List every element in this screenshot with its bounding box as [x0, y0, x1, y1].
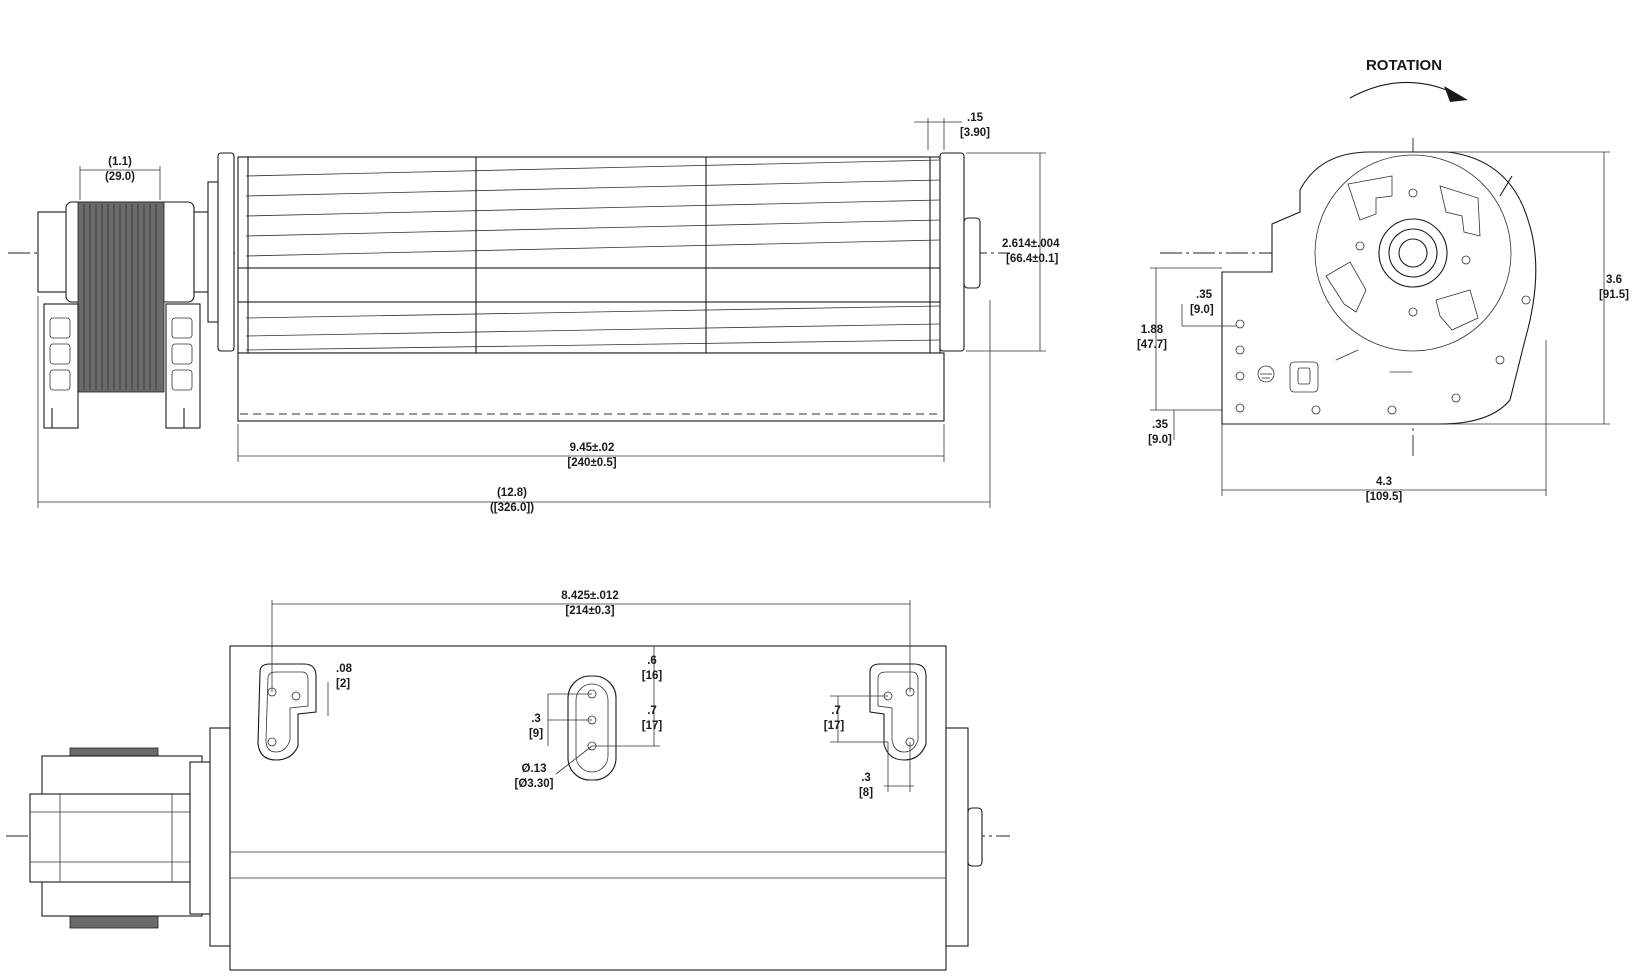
dim-240: [240±0.5]	[567, 457, 616, 469]
dim-214: [214±0.3]	[565, 605, 614, 617]
motor-front	[37, 181, 219, 429]
dim-9-45: 9.45±.02	[570, 442, 615, 454]
dim-9: [9]	[529, 728, 543, 740]
mounting-tabs	[257, 663, 927, 781]
side-dimensions: 1.88 [47.7] .35 [9.0] .35 [9.0] 3.6 [91.…	[1137, 151, 1629, 503]
dim-4-3: 4.3	[1376, 476, 1392, 488]
bottom-view: 8.425±.012 [214±0.3] .08 [2] .6 [16] .3 …	[6, 590, 1010, 971]
impeller-front	[217, 152, 981, 422]
dim-08: .08	[336, 663, 353, 675]
dim-17b: [17]	[824, 720, 845, 732]
dim-6: .6	[647, 655, 657, 667]
dim-2614: 2.614±.004	[1002, 238, 1060, 250]
housing-bottom	[229, 645, 983, 971]
motor-bottom	[29, 727, 231, 947]
dim-66-4: [66.4±0.1]	[1006, 253, 1059, 265]
dim-1-1: (1.1)	[108, 156, 132, 168]
front-view: (1.1) (29.0) .15 [3.90] 2.614±.004 [66.4…	[8, 112, 1060, 514]
dim-9-0b: [9.0]	[1148, 434, 1172, 446]
dim-91-5: [91.5]	[1599, 289, 1629, 301]
front-dimensions: (1.1) (29.0) .15 [3.90] 2.614±.004 [66.4…	[37, 112, 1060, 514]
dim-17a: [17]	[642, 720, 663, 732]
dim-8: [8]	[859, 787, 873, 799]
dim-15: .15	[967, 112, 984, 124]
bottom-dimensions: 8.425±.012 [214±0.3] .08 [2] .6 [16] .3 …	[271, 590, 914, 799]
dim-35a: .35	[1196, 289, 1213, 301]
dim-9-0a: [9.0]	[1190, 304, 1214, 316]
dim-16: [16]	[642, 670, 663, 682]
rotation-label: ROTATION	[1366, 57, 1442, 74]
dim-3-90: [3.90]	[960, 127, 990, 139]
dim-47-7: [47.7]	[1137, 339, 1167, 351]
dim-dia-mm: [Ø3.30]	[515, 778, 554, 790]
dim-326: ([326.0])	[490, 502, 534, 514]
dim-8425: 8.425±.012	[561, 590, 618, 602]
dim-2: [2]	[336, 678, 350, 690]
dim-3b: .3	[861, 772, 871, 784]
dim-dia: Ø.13	[522, 763, 547, 775]
dim-12-8: (12.8)	[497, 487, 527, 499]
side-view: ROTATION	[1137, 57, 1629, 503]
dim-3-6: 3.6	[1606, 274, 1622, 286]
dim-29-0: (29.0)	[105, 171, 135, 183]
dim-109-5: [109.5]	[1366, 491, 1403, 503]
dim-35b: .35	[1152, 419, 1169, 431]
dim-1-88: 1.88	[1141, 324, 1164, 336]
dim-3: .3	[531, 713, 541, 725]
dim-7a: .7	[647, 705, 657, 717]
dim-7b: .7	[831, 705, 841, 717]
rotation-arrow-icon	[1444, 86, 1468, 102]
